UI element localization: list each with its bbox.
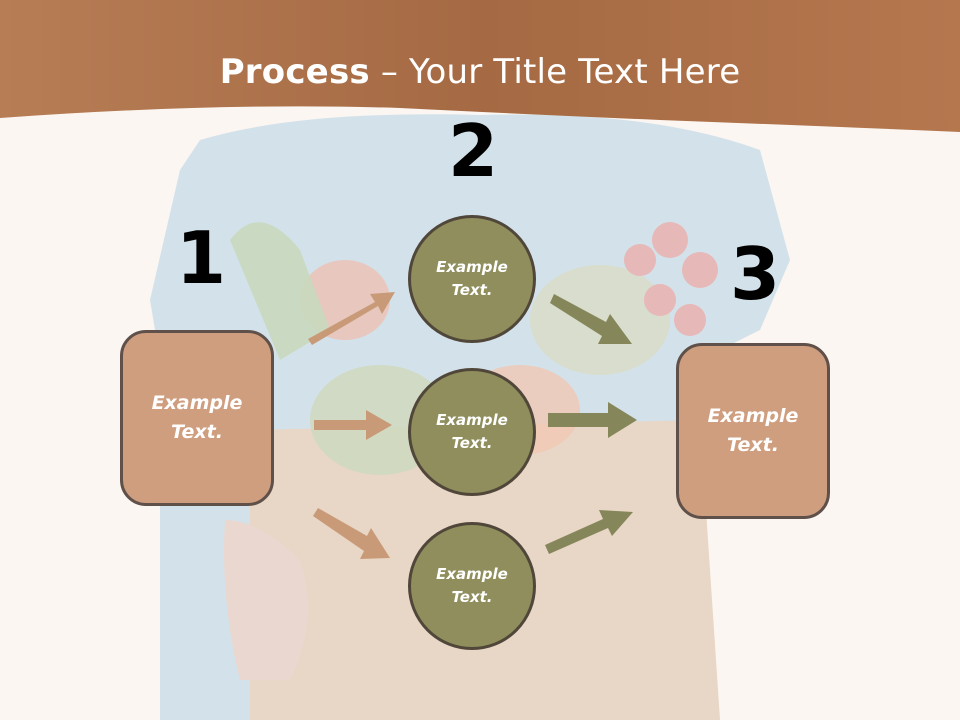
arrow-left-middle	[314, 410, 392, 440]
title-bold: Process	[219, 52, 370, 92]
circle-middle-text: Example Text.	[436, 411, 508, 452]
arrow-right-lower	[545, 510, 633, 554]
step3-text: Example Text.	[707, 405, 799, 456]
title-rest: – Your Title Text Here	[369, 52, 741, 92]
circle-bottom-text: Example Text.	[436, 565, 508, 606]
arrow-right-upper	[550, 294, 632, 344]
step2-circle-bottom: Example Text.	[408, 522, 536, 650]
arrow-left-upper	[308, 292, 395, 345]
step-number-1: 1	[176, 216, 227, 300]
step1-box: Example Text.	[120, 330, 274, 506]
arrow-left-lower	[313, 508, 390, 559]
arrow-right-middle	[548, 402, 637, 438]
step2-circle-middle: Example Text.	[408, 368, 536, 496]
slide-title: Process – Your Title Text Here	[0, 52, 960, 92]
step1-text: Example Text.	[151, 392, 243, 443]
step-number-3: 3	[730, 232, 781, 316]
step-number-2: 2	[448, 109, 499, 193]
step2-circle-top: Example Text.	[408, 215, 536, 343]
step3-box: Example Text.	[676, 343, 830, 519]
circle-top-text: Example Text.	[436, 258, 508, 299]
